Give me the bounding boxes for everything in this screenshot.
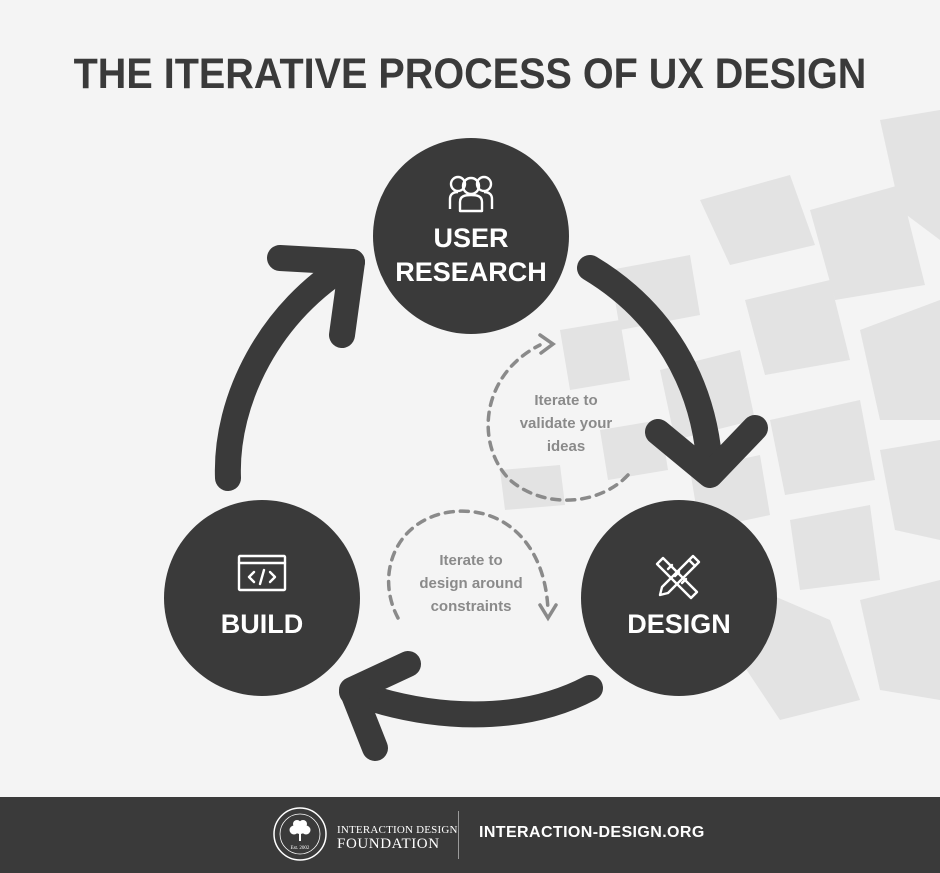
constraints-label-line2: design around [419,575,522,592]
footer-bar: Est. 2002 INTERACTION DESIGN FOUNDATION … [0,797,940,873]
validate-label-line1: Iterate to [534,392,597,409]
node-build: BUILD [164,500,360,696]
page-title: THE ITERATIVE PROCESS OF UX DESIGN [73,50,867,98]
build-label: BUILD [221,609,304,639]
validate-loop-label: Iterate to validate your ideas [520,392,613,455]
constraints-label-line1: Iterate to [439,552,502,569]
validate-label-line3: ideas [547,438,585,455]
constraints-loop [386,509,550,620]
footer-divider [458,811,459,859]
ixdf-seal-logo: Est. 2002 [273,807,327,861]
main-cycle-arrows [214,245,768,761]
iterative-process-diagram: Iterate to validate your ideas Iterate t… [164,110,940,761]
code-window-icon [237,554,287,592]
arrow-build-to-research [214,249,365,491]
arrow-design-to-build-head [339,651,421,761]
arrow-research-to-design [577,255,723,483]
node-design: DESIGN [581,500,777,696]
ixdf-brand-name: INTERACTION DESIGN FOUNDATION [337,823,458,852]
constraints-loop-head [538,603,558,622]
constraints-label-line3: constraints [431,598,512,615]
brand-line2: FOUNDATION [337,836,440,852]
user-research-label-line1: USER [433,223,508,253]
arrow-research-to-design-head [645,415,768,488]
footer-url-link[interactable]: INTERACTION-DESIGN.ORG [479,824,705,841]
design-label: DESIGN [627,609,731,639]
validate-label-line2: validate your [520,415,613,432]
arrow-build-to-research-head [267,245,365,348]
constraints-loop-label: Iterate to design around constraints [419,552,522,615]
arrow-design-to-build [339,675,603,728]
node-user-research: USER RESEARCH [373,138,569,334]
pencil-ruler-icon [655,554,701,600]
seal-text: Est. 2002 [291,846,310,851]
validate-loop [486,343,630,502]
brand-line1: INTERACTION DESIGN [337,824,458,836]
validate-loop-head [538,333,556,355]
dashed-loops [386,333,630,622]
users-icon [448,175,494,213]
tree-icon [289,820,311,841]
user-research-label-line2: RESEARCH [395,257,547,287]
